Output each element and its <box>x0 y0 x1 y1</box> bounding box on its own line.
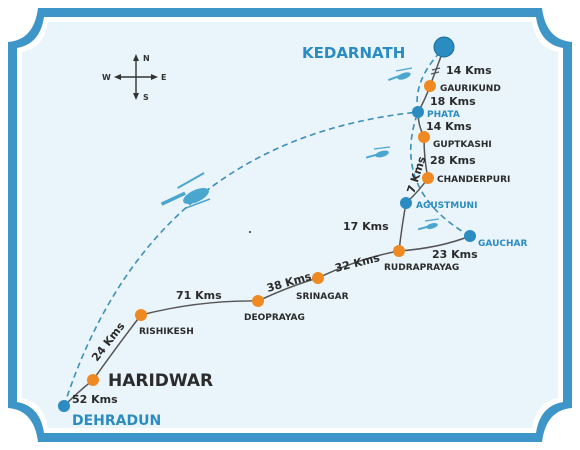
place-labels: KEDARNATH GAURIKUND PHATA GUPTKASHI CHAN… <box>72 44 527 429</box>
marker-haridwar <box>87 374 99 386</box>
helicopter-icon <box>388 67 413 81</box>
label-haridwar: HARIDWAR <box>108 371 213 391</box>
marker-deoprayag <box>252 295 264 307</box>
label-gauchar: GAUCHAR <box>478 239 527 249</box>
marker-dehradun <box>58 400 70 412</box>
stray-dot <box>249 231 251 233</box>
marker-gauchar <box>464 230 476 242</box>
helicopter-icon <box>365 146 391 159</box>
marker-chanderpuri <box>422 172 434 184</box>
heli-route-gauchar-phata <box>410 111 471 237</box>
map-frame <box>8 8 572 442</box>
label-gaurikund: GAURIKUND <box>440 84 501 94</box>
marker-rishikesh <box>135 309 147 321</box>
marker-phata <box>412 106 424 118</box>
label-agustmuni: AGUSTMUNI <box>416 201 477 211</box>
dist-rudraprayag-gauchar: 23 Kms <box>432 248 478 261</box>
label-guptkashi: GUPTKASHI <box>433 140 492 150</box>
label-kedarnath: KEDARNATH <box>302 44 405 62</box>
label-deoprayag: DEOPRAYAG <box>244 313 305 323</box>
label-rudraprayag: RUDRAPRAYAG <box>384 263 459 273</box>
dist-phata-guptkashi: 14 Kms <box>426 120 472 133</box>
helicopter-icon <box>417 218 440 231</box>
marker-kedarnath <box>433 36 455 58</box>
marker-rudraprayag <box>393 245 405 257</box>
dist-gaurikund-phata: 18 Kms <box>430 95 476 108</box>
marker-srinagar <box>312 272 324 284</box>
compass: N S E W <box>102 54 166 102</box>
trek-marks <box>430 67 441 75</box>
label-srinagar: SRINAGAR <box>296 292 349 302</box>
compass-north: N <box>143 54 150 63</box>
markers <box>58 36 476 412</box>
marker-guptkashi <box>418 131 430 143</box>
label-dehradun: DEHRADUN <box>72 413 161 429</box>
dist-agustmuni-rudraprayag: 17 Kms <box>343 220 389 233</box>
helicopter-icon <box>160 172 211 209</box>
marker-gaurikund <box>424 80 436 92</box>
compass-west: W <box>102 73 111 82</box>
dist-dehradun-haridwar: 52 Kms <box>72 393 118 406</box>
label-phata: PHATA <box>427 110 460 120</box>
label-rishikesh: RISHIKESH <box>139 327 194 337</box>
dist-kedarnath-gaurikund: 14 Kms <box>446 64 492 77</box>
dist-rishikesh-deoprayag: 71 Kms <box>176 289 222 302</box>
compass-south: S <box>143 93 149 102</box>
marker-agustmuni <box>400 197 412 209</box>
dist-guptkashi-chanderpuri: 28 Kms <box>430 154 476 167</box>
compass-east: E <box>161 73 166 82</box>
label-chanderpuri: CHANDERPURI <box>437 175 510 185</box>
heli-route-dehradun-phata <box>63 111 419 407</box>
